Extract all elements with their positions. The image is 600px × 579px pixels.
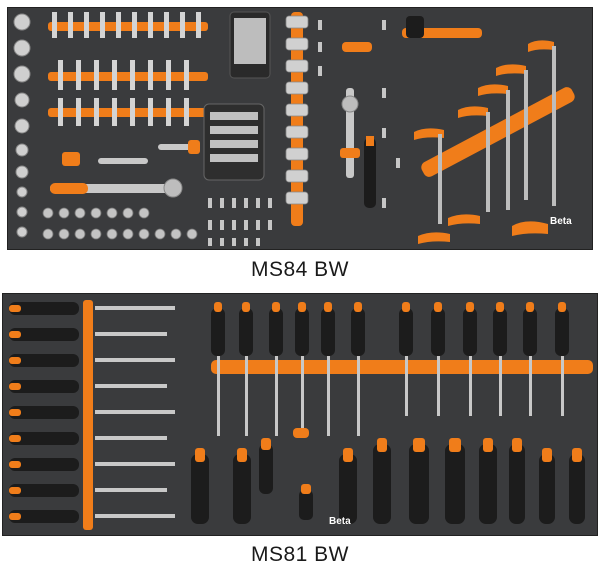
holder-bar — [211, 360, 593, 374]
bit-holder-rows — [48, 12, 208, 126]
ratchet-wrench — [50, 140, 200, 198]
hex-key-set: Beta — [414, 40, 575, 244]
screwdriver-blades — [217, 356, 564, 436]
bit-grid — [208, 198, 272, 246]
upright-screwdrivers-top — [211, 302, 569, 356]
tool-tray-ms84-bw: Beta — [7, 7, 593, 250]
horizontal-screwdriver-stack — [9, 300, 175, 530]
screwdriver-ratchet — [340, 42, 376, 208]
brand-logo-text: Beta — [550, 216, 572, 227]
upright-screwdrivers-bottom — [191, 438, 585, 524]
brand-logo-text: Beta — [329, 516, 351, 527]
bit-case — [203, 11, 271, 181]
socket-column — [13, 13, 31, 238]
small-socket-grid — [42, 207, 198, 240]
tool-tray-ms81-bw: Beta — [2, 293, 598, 536]
tray-caption-ms81: MS81 BW — [250, 543, 350, 566]
ms84-tray-illustration: Beta — [13, 11, 575, 246]
socket-rail — [285, 12, 309, 226]
adjustable-wrench — [402, 16, 482, 38]
ms81-tray-illustration: Beta — [9, 300, 593, 530]
small-tools-center — [293, 428, 313, 520]
tray-caption-ms84: MS84 BW — [250, 258, 350, 281]
misc-bits — [318, 20, 400, 208]
